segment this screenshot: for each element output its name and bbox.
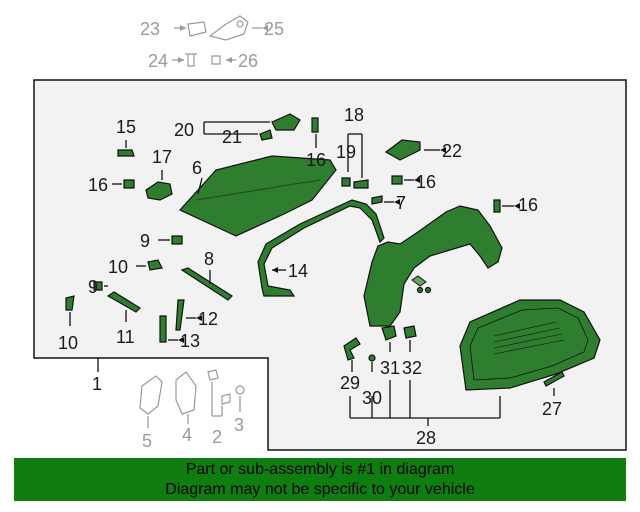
part-3-washer	[235, 385, 245, 395]
part-27-seal	[543, 371, 565, 387]
callout-21: 21	[222, 127, 242, 147]
part-6-top-panel	[179, 155, 337, 237]
callout-4: 4	[182, 425, 192, 445]
callout-11: 11	[116, 327, 135, 347]
part-16-screw-d	[493, 199, 501, 213]
part-7-clip	[371, 195, 383, 205]
part-24-screw	[185, 53, 197, 67]
part-20-hinge	[271, 113, 301, 131]
part-8-strip	[180, 267, 233, 301]
callout-24: 24	[148, 51, 168, 71]
callout-14: 14	[288, 261, 308, 281]
part-25-hinge	[208, 15, 249, 41]
callout-32: 32	[402, 358, 422, 378]
callout-19: 19	[336, 142, 356, 162]
callout-17: 17	[152, 147, 172, 167]
part-31-bracket	[381, 325, 397, 341]
callout-31: 31	[380, 358, 400, 378]
part-13-strip	[159, 315, 167, 343]
part-14-front-frame	[257, 199, 385, 297]
part-32-bracket	[403, 325, 417, 339]
callout-9-a: 9	[140, 231, 150, 251]
callout-8: 8	[204, 249, 214, 269]
callout-16-a: 16	[306, 150, 326, 170]
callout-29: 29	[340, 373, 360, 393]
footer-line-2: Diagram may not be specific to your vehi…	[165, 480, 475, 498]
footer-line-1: Part or sub-assembly is #1 in diagram	[185, 460, 455, 478]
part-26-nut	[211, 55, 221, 65]
callout-23: 23	[140, 19, 160, 39]
part-21-clip	[259, 129, 273, 141]
callout-1: 1	[92, 374, 102, 394]
part-10-clip-b	[65, 295, 75, 311]
part-23-bracket	[187, 21, 207, 37]
part-22-bracket	[384, 139, 421, 161]
callout-6: 6	[192, 158, 202, 178]
part-11-strip	[106, 291, 141, 313]
part-16-screw-c	[391, 175, 403, 185]
callout-16-b: 16	[88, 175, 108, 195]
part-2-screw	[207, 369, 231, 405]
callout-3: 3	[234, 415, 244, 435]
callout-30: 30	[362, 388, 382, 408]
callout-12: 12	[198, 309, 218, 329]
part-9-clip-a	[171, 235, 183, 245]
callout-16-d: 16	[518, 195, 538, 215]
part-16-screw-a	[123, 179, 135, 189]
part-rear-window	[459, 299, 601, 391]
part-12-strip	[175, 299, 185, 331]
part-9-clip-b	[93, 281, 103, 291]
callout-15: 15	[116, 117, 136, 137]
part-17-bracket	[145, 181, 173, 201]
part-16-screw-b	[311, 117, 319, 133]
callout-13: 13	[180, 331, 200, 351]
part-main-frame	[363, 205, 503, 327]
callout-27: 27	[542, 399, 562, 419]
callout-10-a: 10	[108, 257, 128, 277]
callout-25: 25	[264, 19, 284, 39]
callout-2: 2	[212, 427, 222, 447]
part-15-bracket	[117, 149, 135, 157]
part-29-bracket	[343, 337, 361, 361]
callout-22: 22	[442, 141, 462, 161]
callout-20: 20	[174, 120, 194, 140]
callout-18: 18	[344, 105, 364, 125]
part-10-clip-a	[147, 259, 163, 271]
part-5-bracket	[139, 375, 163, 415]
part-30-nut	[368, 354, 376, 362]
callout-7: 7	[396, 193, 406, 213]
footer-banner: Part or sub-assembly is #1 in diagram Di…	[14, 458, 626, 501]
part-19-bolt	[341, 177, 351, 187]
callout-26: 26	[238, 51, 258, 71]
callout-16-c: 16	[416, 172, 436, 192]
callout-5: 5	[142, 431, 152, 451]
callout-28: 28	[416, 428, 436, 448]
callout-9-b: 9	[88, 277, 98, 297]
part-18-latch	[353, 179, 369, 189]
part-4-bracket	[175, 371, 197, 415]
callout-10-b: 10	[58, 333, 78, 353]
